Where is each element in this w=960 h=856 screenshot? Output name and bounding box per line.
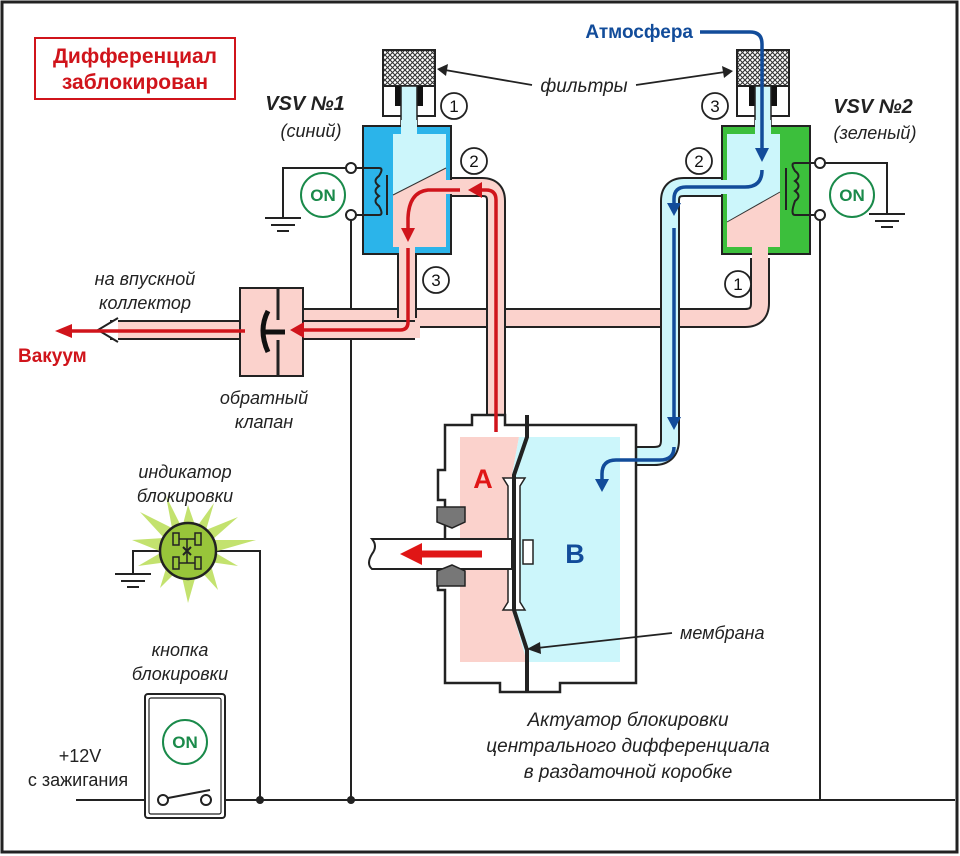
svg-text:ON: ON [839, 186, 865, 205]
power-label-line1: +12V [59, 746, 102, 766]
vsv1-name: VSV №1 [265, 93, 345, 115]
membrane-pointer [527, 632, 673, 654]
check-valve-label-line1: обратный [220, 388, 308, 408]
indicator-label-line2: блокировки [137, 486, 233, 506]
vsv1-port-3: 3 [431, 271, 440, 290]
button-label-line1: кнопка [152, 640, 209, 660]
status-title-box: Дифференциал заблокирован [34, 37, 236, 100]
lock-button[interactable]: ON [144, 693, 226, 819]
actuator-label-line3: в раздаточной коробке [524, 762, 733, 783]
vsv2-name: VSV №2 [833, 96, 913, 118]
power-label-line2: с зажигания [28, 770, 128, 790]
vsv1-port-labels: 1 2 3 [422, 92, 488, 294]
vsv2-valve [718, 120, 826, 258]
vsv1-on-badge: ON [300, 172, 346, 218]
chamber-a-label: A [473, 464, 493, 494]
lock-button-state: ON [172, 733, 198, 752]
check-valve-label-line2: клапан [235, 412, 293, 432]
lock-indicator-lamp [132, 496, 256, 603]
vsv2-port-labels: 3 2 1 [685, 92, 752, 298]
check-valve [239, 287, 304, 377]
vsv1-color: (синий) [281, 121, 342, 141]
intake-label-line1: на впускной [95, 269, 196, 289]
button-label-line2: блокировки [132, 664, 228, 684]
vsv2-port-2: 2 [694, 152, 703, 171]
vsv2-on-badge: ON [829, 172, 875, 218]
chamber-b-label: B [565, 539, 585, 569]
intake-label-line2: коллектор [99, 293, 191, 313]
atmosphere-flow-arrows [595, 30, 769, 492]
vsv1-port-1: 1 [449, 97, 458, 116]
diff-lock-actuator [368, 413, 638, 694]
actuator-label-line2: центрального дифференциала [486, 736, 769, 757]
vacuum-label: Вакуум [18, 346, 87, 367]
filters-label: фильтры [540, 76, 627, 97]
title-line-1: Дифференциал [53, 45, 217, 68]
membrane-label: мембрана [680, 623, 765, 643]
indicator-label-line1: индикатор [138, 462, 231, 482]
vacuum-flow-arrows [55, 182, 498, 432]
vsv1-port-2: 2 [469, 152, 478, 171]
title-line-2: заблокирован [62, 71, 208, 94]
svg-text:ON: ON [310, 186, 336, 205]
vsv2-port-1: 1 [733, 275, 742, 294]
filter-vsv1 [382, 49, 436, 127]
filters-pointer [437, 64, 733, 86]
vsv2-color: (зеленый) [834, 123, 917, 143]
atmosphere-label: Атмосфера [585, 22, 693, 43]
actuator-label-line1: Актуатор блокировки [526, 710, 728, 731]
4wd-lock-icon [172, 532, 202, 570]
vsv2-port-3: 3 [710, 97, 719, 116]
